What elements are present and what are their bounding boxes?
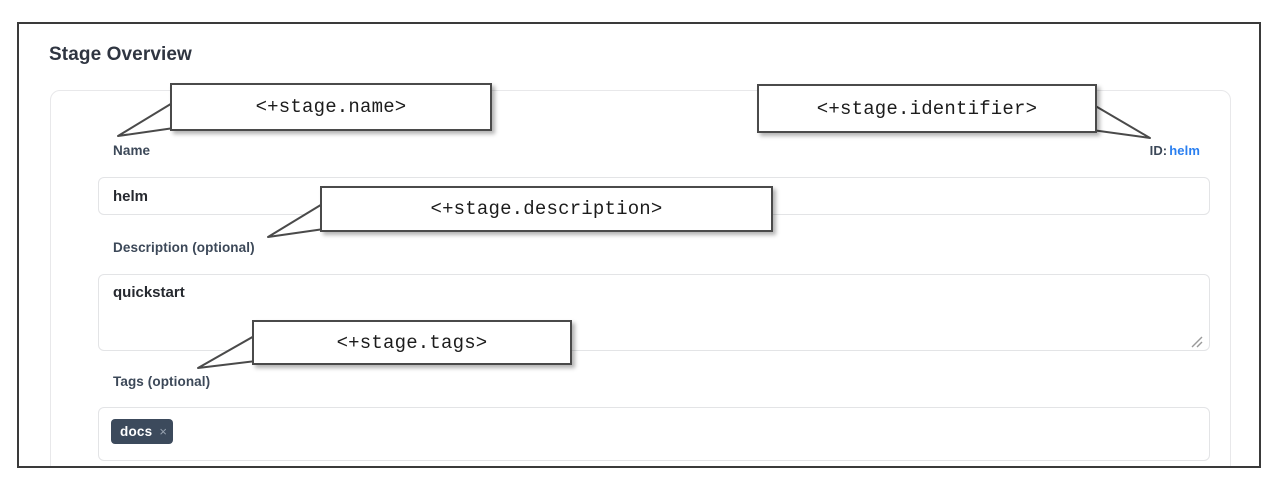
callout-stage-name: <+stage.name> <box>170 83 492 131</box>
stage-overview-card: Name ID:helm Description (optional) Tags… <box>50 90 1231 466</box>
stage-identifier-display: ID:helm <box>1150 143 1200 158</box>
callout-tail-tags <box>197 334 257 369</box>
page-title: Stage Overview <box>49 44 192 65</box>
callout-tail-name <box>117 101 175 137</box>
description-field-label: Description (optional) <box>113 240 255 255</box>
tag-chip[interactable]: docs × <box>111 419 174 444</box>
callout-tail-description <box>267 202 325 238</box>
callout-stage-tags: <+stage.tags> <box>252 320 572 365</box>
callout-stage-identifier: <+stage.identifier> <box>757 84 1097 133</box>
stage-identifier-value[interactable]: helm <box>1169 143 1200 158</box>
tag-chip-label: docs <box>120 424 153 439</box>
name-field-label: Name <box>113 143 151 158</box>
tags-input[interactable]: docs × <box>98 407 1210 461</box>
callout-stage-description: <+stage.description> <box>320 186 773 232</box>
tags-field-label: Tags (optional) <box>113 374 211 389</box>
callout-tail-identifier <box>1091 103 1151 139</box>
stage-identifier-prefix: ID: <box>1149 143 1168 158</box>
tag-remove-icon[interactable]: × <box>159 424 168 439</box>
